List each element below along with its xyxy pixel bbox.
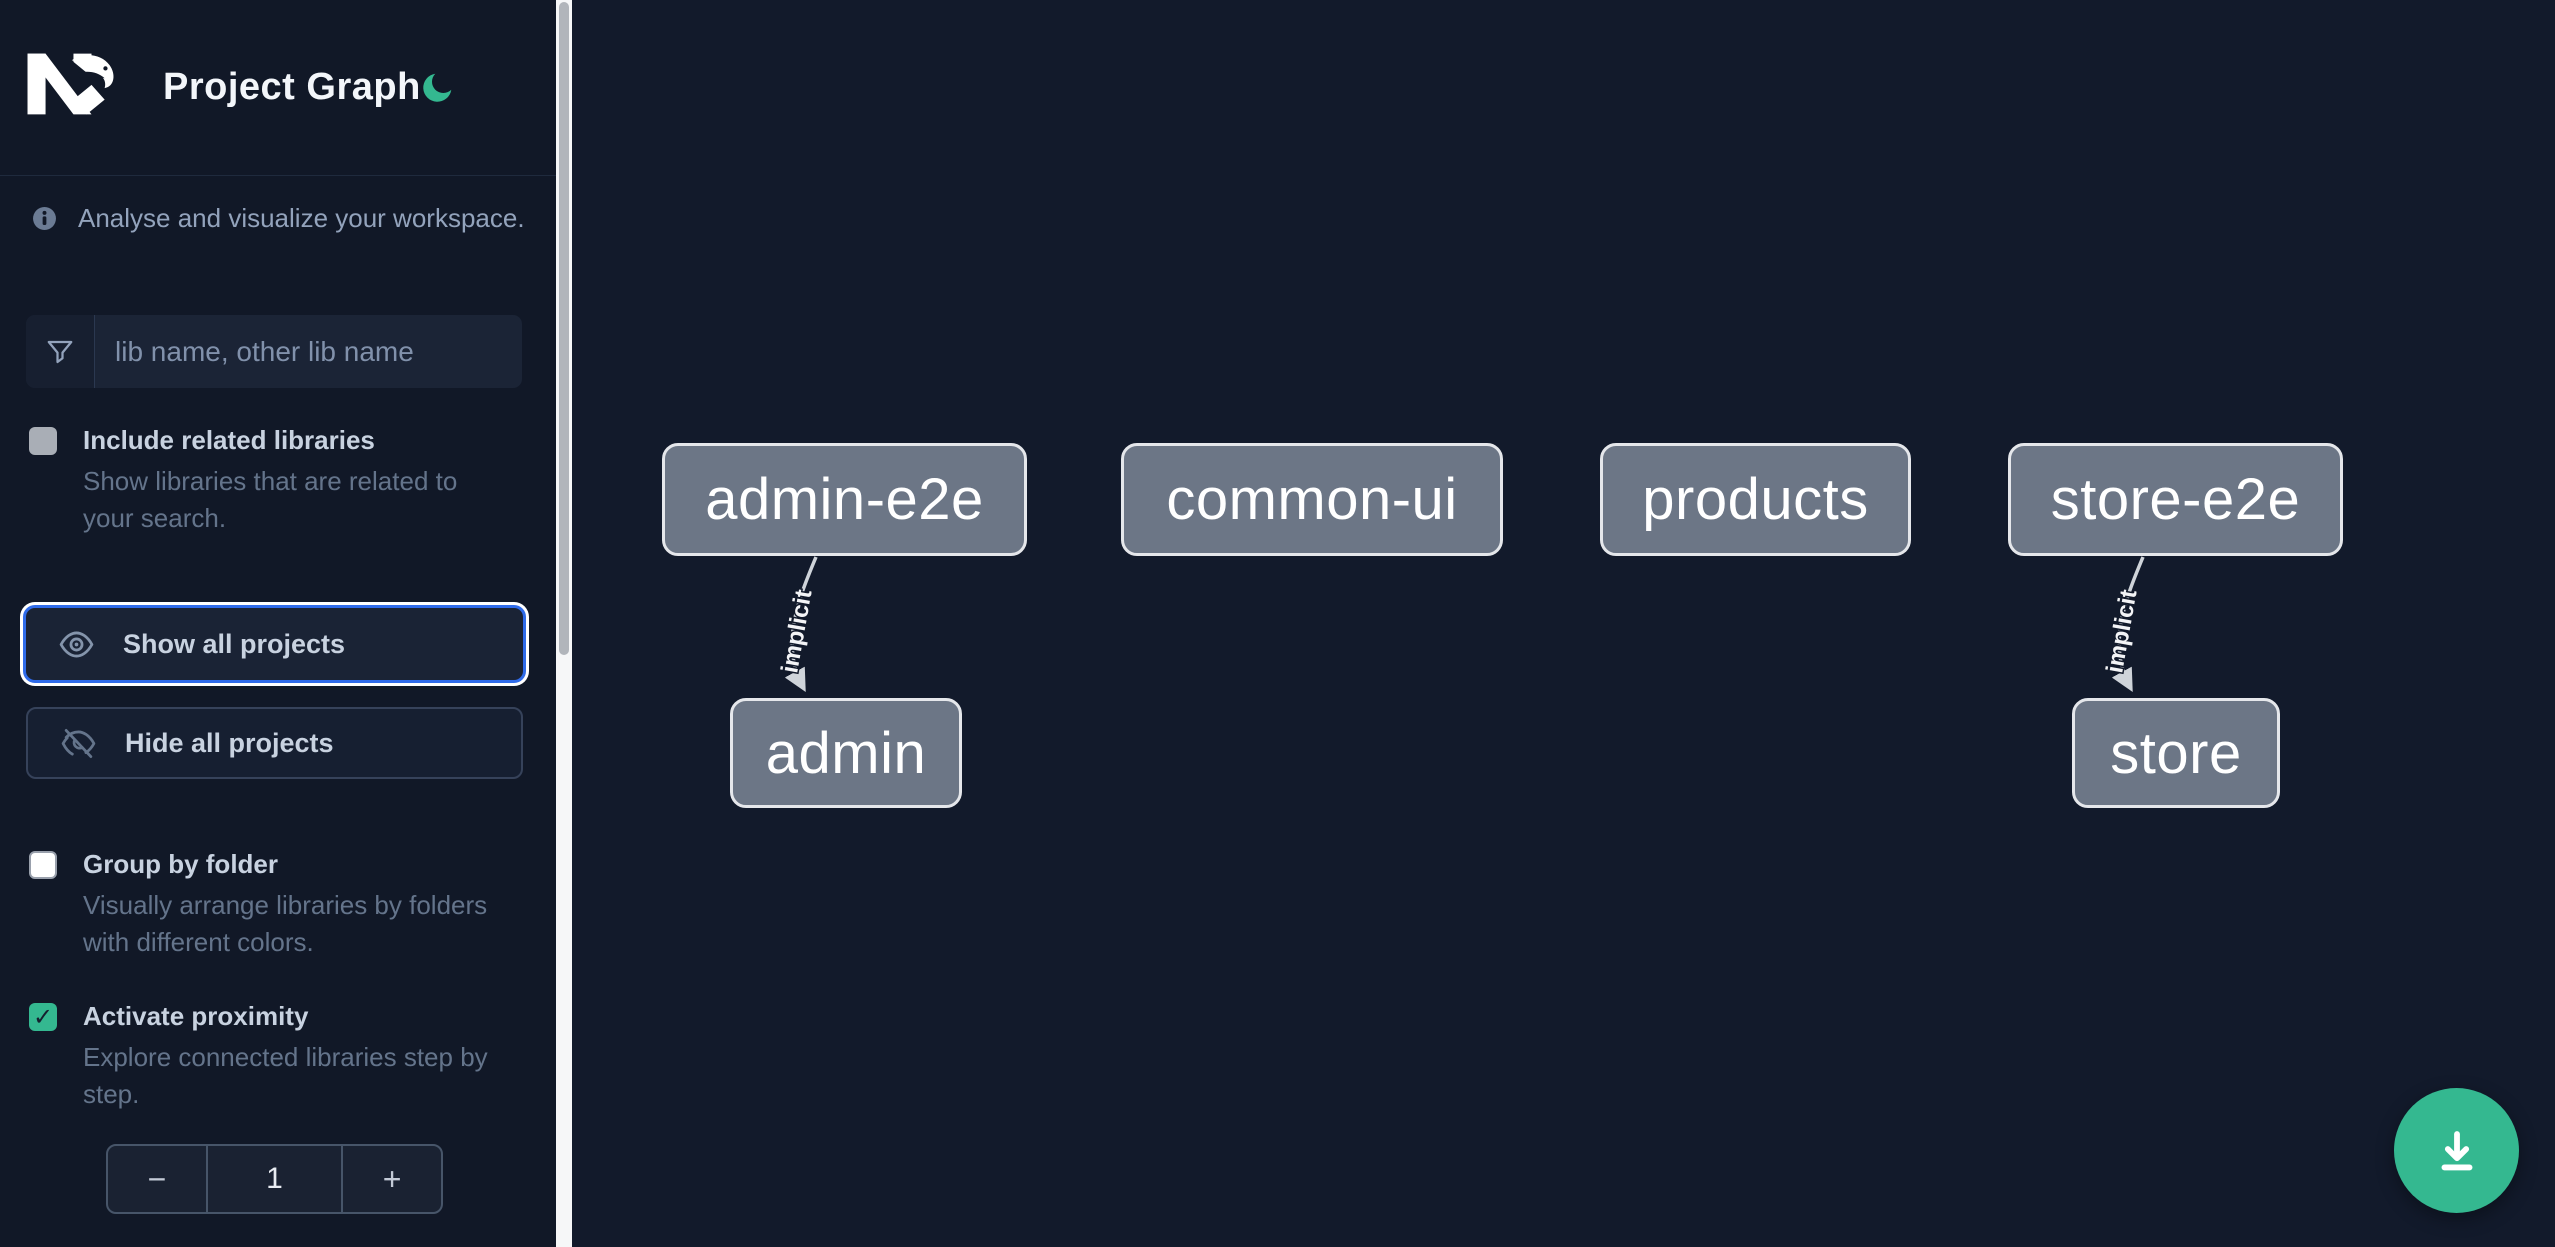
proximity-depth-stepper: − 1 + [106, 1144, 443, 1214]
download-graph-button[interactable] [2394, 1088, 2519, 1213]
activate-proximity-checkbox[interactable]: ✓ [29, 1003, 57, 1031]
project-node-store-e2e[interactable]: store-e2e [2008, 443, 2343, 556]
project-node-common-ui[interactable]: common-ui [1121, 443, 1503, 556]
checkbox-row-activate-proximity: ✓ Activate proximity Explore connected l… [29, 1000, 529, 1114]
sidebar-scrollbar-thumb[interactable] [559, 2, 569, 655]
checkbox-label: Include related libraries [83, 425, 375, 455]
eye-icon [59, 631, 94, 657]
checkbox-description: Show libraries that are related to your … [83, 465, 458, 534]
checkbox-row-include-related: Include related libraries Show libraries… [29, 424, 529, 538]
workspace-tagline: Analyse and visualize your workspace. [78, 203, 525, 233]
checkbox-row-group-by-folder: Group by folder Visually arrange librari… [29, 848, 529, 962]
checkbox-description: Explore connected libraries step by step… [83, 1041, 488, 1110]
project-node-admin[interactable]: admin [730, 698, 962, 808]
nx-logo [27, 53, 114, 115]
eye-off-icon [61, 728, 96, 758]
sidebar-scrollbar-track[interactable] [556, 0, 572, 1247]
hide-all-projects-button[interactable]: Hide all projects [26, 707, 523, 779]
info-icon [33, 207, 56, 230]
project-graph-canvas[interactable] [572, 0, 2555, 1247]
decrement-button[interactable]: − [108, 1146, 206, 1212]
sidebar-header: Project Graph [0, 0, 557, 176]
theme-toggle-button[interactable] [417, 67, 459, 109]
project-node-store[interactable]: store [2072, 698, 2280, 808]
button-label: Show all projects [123, 628, 346, 659]
checkbox-description: Visually arrange libraries by folders wi… [83, 889, 488, 958]
search-box [26, 315, 522, 388]
moon-icon [423, 73, 452, 102]
increment-button[interactable]: + [343, 1146, 441, 1212]
search-input[interactable] [95, 315, 522, 388]
proximity-depth-value: 1 [205, 1146, 344, 1212]
checkbox-label: Group by folder [83, 849, 278, 879]
download-icon [2441, 1130, 2472, 1170]
page-title: Project Graph [163, 66, 421, 108]
group-by-folder-checkbox[interactable] [29, 851, 57, 879]
filter-funnel-icon [47, 340, 73, 363]
workspace-tagline-row: Analyse and visualize your workspace. [32, 203, 525, 234]
include-related-checkbox[interactable] [29, 427, 57, 455]
button-label: Hide all projects [125, 727, 334, 758]
project-node-products[interactable]: products [1600, 443, 1911, 556]
checkbox-label: Activate proximity [83, 1001, 309, 1031]
sidebar: Project Graph Analyse and visualize your… [0, 0, 572, 1247]
search-icon-cell [26, 315, 95, 388]
project-node-admin-e2e[interactable]: admin-e2e [662, 443, 1027, 556]
show-all-projects-button[interactable]: Show all projects [23, 605, 526, 683]
